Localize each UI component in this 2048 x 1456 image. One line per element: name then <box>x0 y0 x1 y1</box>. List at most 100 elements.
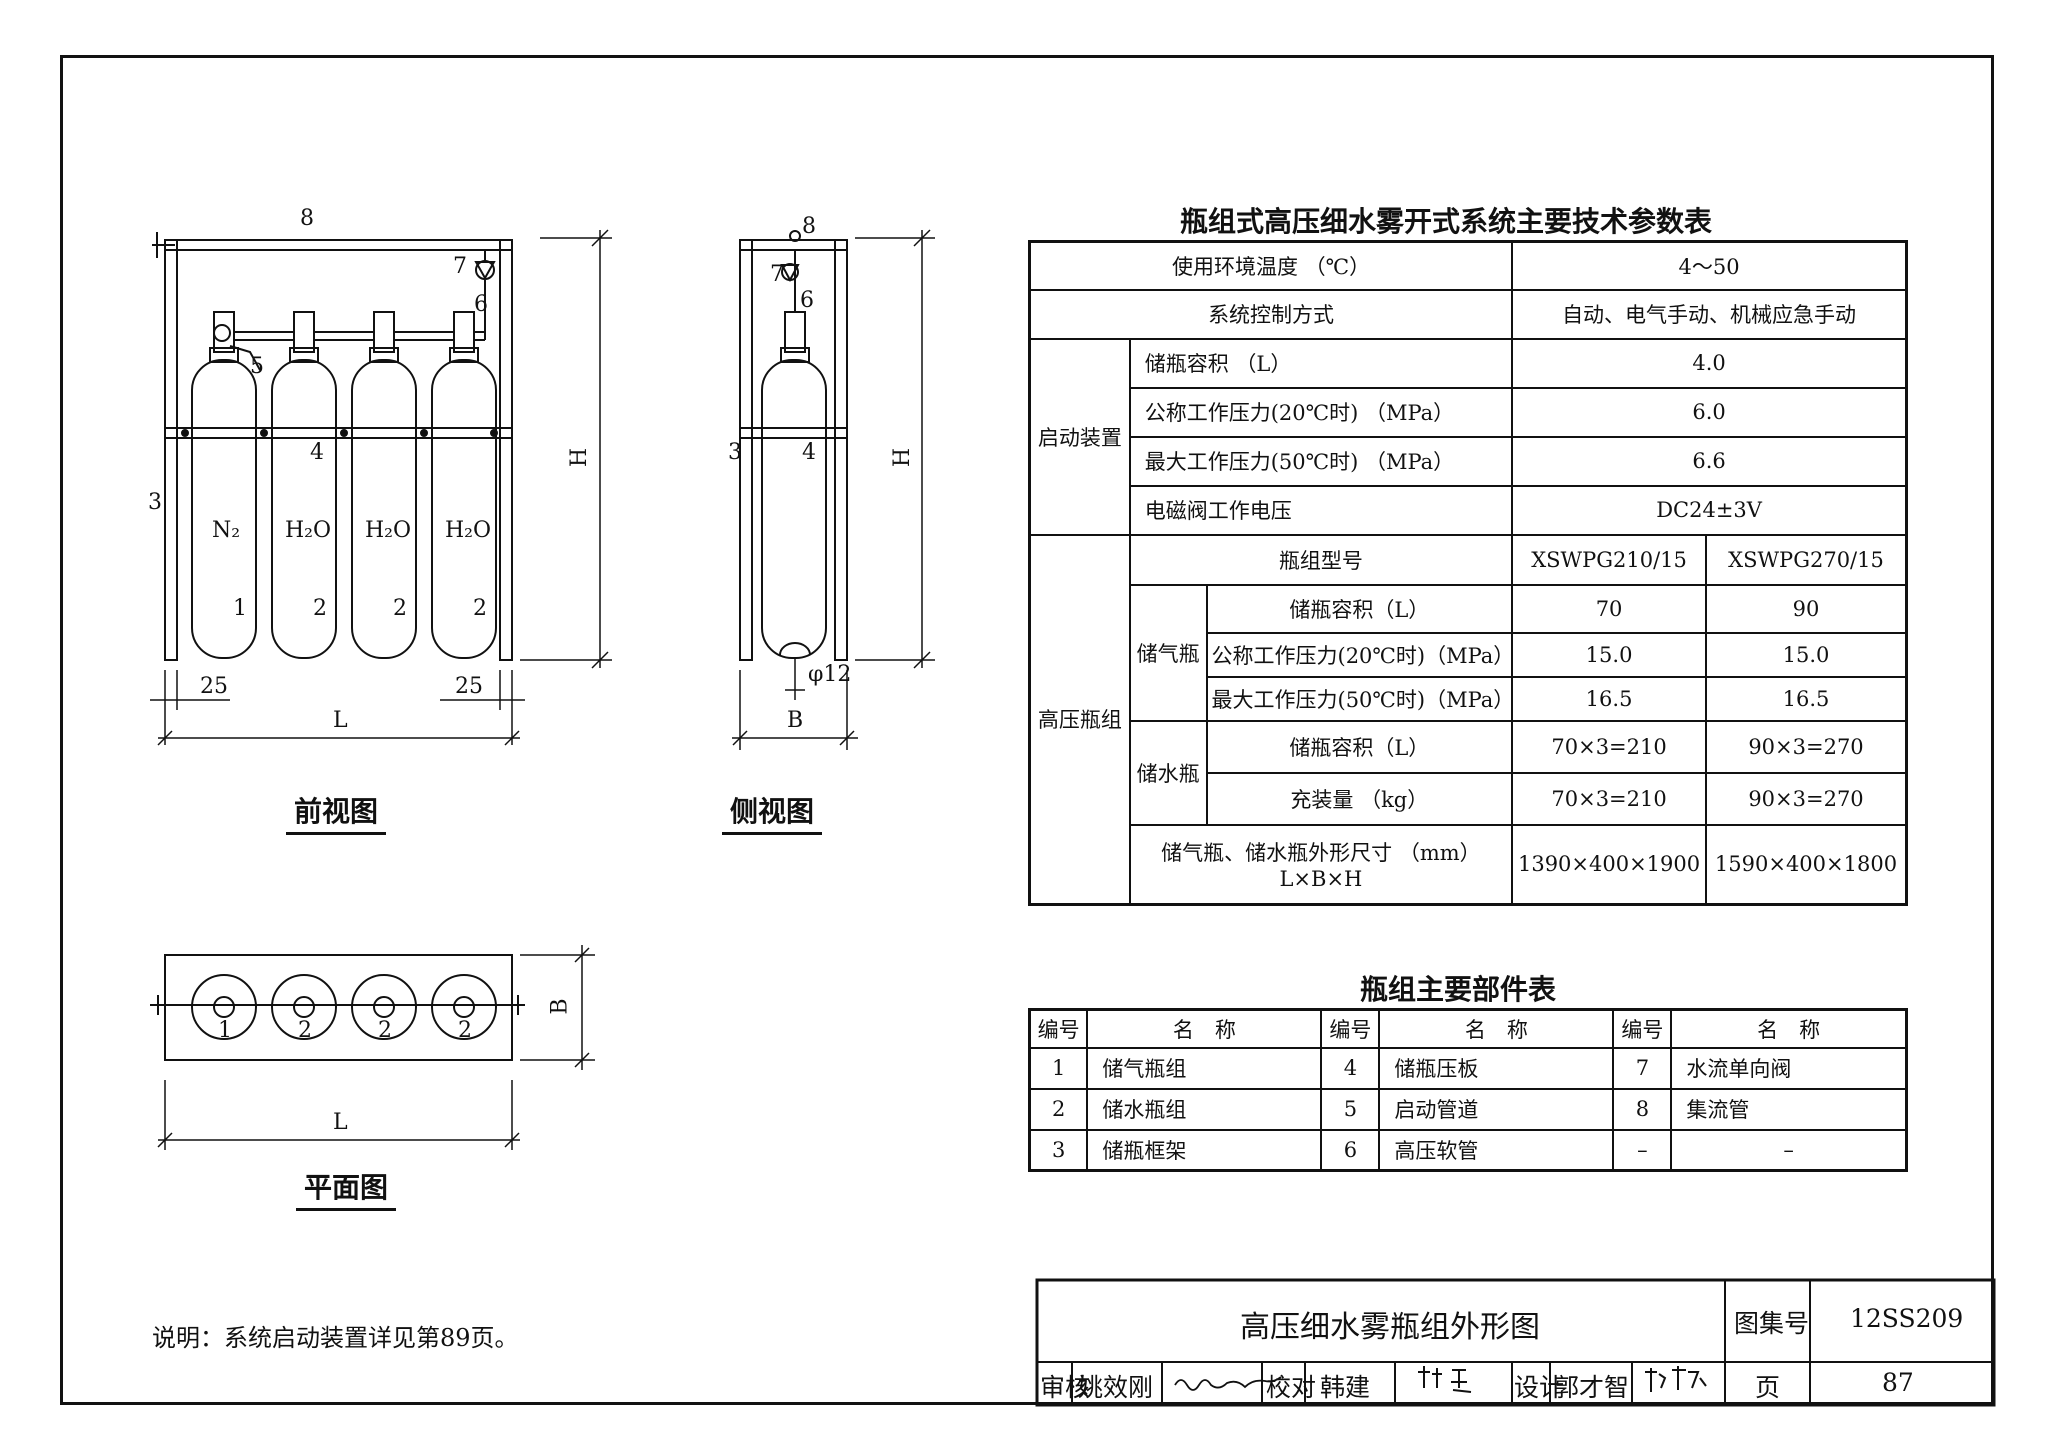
front-view <box>150 229 612 746</box>
front-callout-5: 5 <box>250 354 264 379</box>
group-label: 高压瓶组 <box>1028 533 1131 906</box>
plan-number: 1 <box>218 1018 232 1043</box>
check-name: 韩建 <box>1320 1373 1371 1402</box>
col-header-name: 名 称 <box>1670 1008 1908 1049</box>
dim-left-25: 25 <box>200 674 228 699</box>
cylinder-water-label: H₂O <box>285 518 332 543</box>
param-value: 1390×400×1900 <box>1511 823 1707 906</box>
col-header-no: 编号 <box>1320 1008 1381 1049</box>
side-callout-8: 8 <box>802 214 816 239</box>
param-label: 储瓶容积 （L） <box>1128 337 1514 389</box>
cylinder-number: 2 <box>473 596 487 621</box>
page-label: 页 <box>1755 1373 1781 1402</box>
side-view-label: 侧视图 <box>722 790 823 835</box>
param-table: 使用环境温度 （℃） 4～50 系统控制方式 自动、电气手动、机械应急手动 启动… <box>1028 240 1908 906</box>
param-value: 16.5 <box>1705 675 1908 722</box>
manifold-bar <box>164 239 513 251</box>
side-cylinder <box>761 359 827 659</box>
front-callout-8: 8 <box>300 206 314 231</box>
group-label: 启动装置 <box>1028 337 1131 536</box>
cylinders <box>191 359 497 659</box>
frame-post-left <box>164 239 178 661</box>
side-view <box>732 229 935 750</box>
param-label: 最大工作压力(50℃时)（MPa） <box>1205 675 1514 722</box>
drawing-frame <box>60 55 1994 1405</box>
frame-post-right <box>499 239 513 661</box>
review-name: 姚效刚 <box>1078 1373 1154 1402</box>
dims-label-line1: 储气瓶、储水瓶外形尺寸 （mm） <box>1161 841 1481 866</box>
part-name: 启动管道 <box>1378 1087 1615 1131</box>
part-no: 1 <box>1028 1046 1089 1090</box>
signature-design <box>1645 1366 1707 1392</box>
atlas-label: 图集号 <box>1734 1309 1810 1338</box>
param-value: 15.0 <box>1705 631 1908 678</box>
plan-dim-width-B: B <box>547 998 573 1015</box>
param-value: 15.0 <box>1511 631 1707 678</box>
param-label: 储瓶容积（L） <box>1205 583 1514 634</box>
part-name: 储气瓶组 <box>1086 1046 1323 1090</box>
param-value: 70×3=210 <box>1511 771 1707 826</box>
table-row: 1 储气瓶组 4 储瓶压板 7 水流单向阀 <box>1028 1046 1908 1090</box>
part-name: 储水瓶组 <box>1086 1087 1323 1131</box>
dim-phi12: φ12 <box>808 662 852 687</box>
design-label: 设计 <box>1514 1373 1565 1402</box>
dims-label-line2: L×B×H <box>1279 867 1363 892</box>
part-no: 5 <box>1320 1087 1381 1131</box>
plan-dim-length-L: L <box>333 1110 348 1135</box>
part-no: 3 <box>1028 1128 1089 1172</box>
check-label: 校对 <box>1266 1373 1317 1402</box>
design-name: 郭才智 <box>1554 1373 1630 1402</box>
param-value: 90×3=270 <box>1705 719 1908 774</box>
plan-number: 2 <box>298 1018 312 1043</box>
atlas-value: 12SS209 <box>1850 1304 1964 1333</box>
side-callout-7: 7 <box>770 262 784 287</box>
front-callout-3: 3 <box>148 490 162 515</box>
plan-number: 2 <box>378 1018 392 1043</box>
part-name: – <box>1670 1128 1908 1172</box>
plan-view <box>150 945 595 1150</box>
dim-right-25: 25 <box>455 674 483 699</box>
part-name: 储瓶框架 <box>1086 1128 1323 1172</box>
part-no: 2 <box>1028 1087 1089 1131</box>
note-text: 说明：系统启动装置详见第89页。 <box>152 1324 519 1352</box>
review-label: 审核 <box>1040 1373 1091 1402</box>
param-value: 1590×400×1800 <box>1705 823 1908 906</box>
cylinder-gas-label: N₂ <box>212 518 241 543</box>
param-label: 电磁阀工作电压 <box>1128 484 1514 536</box>
param-label: 公称工作压力(20℃时)（MPa） <box>1205 631 1514 678</box>
page-value: 87 <box>1882 1368 1914 1397</box>
cylinder-number: 2 <box>393 596 407 621</box>
param-value: 70 <box>1511 583 1707 634</box>
dim-height-H: H <box>567 447 593 468</box>
param-value: 6.6 <box>1511 435 1908 487</box>
side-callout-6: 6 <box>800 288 814 313</box>
param-value: 70×3=210 <box>1511 719 1707 774</box>
part-no: 6 <box>1320 1128 1381 1172</box>
group-label: 储水瓶 <box>1128 719 1208 826</box>
table-row: 2 储水瓶组 5 启动管道 8 集流管 <box>1028 1087 1908 1131</box>
model-name: XSWPG270/15 <box>1705 533 1908 586</box>
table-row: 3 储瓶框架 6 高压软管 – – <box>1028 1128 1908 1172</box>
cylinder-4 <box>431 359 497 659</box>
dim-width-B: B <box>787 708 804 733</box>
param-label: 储瓶容积（L） <box>1205 719 1514 774</box>
param-label: 公称工作压力(20℃时) （MPa） <box>1128 386 1514 438</box>
dim-length-L: L <box>333 708 348 733</box>
model-name: XSWPG210/15 <box>1511 533 1707 586</box>
param-value: 90×3=270 <box>1705 771 1908 826</box>
part-no: 8 <box>1612 1087 1673 1131</box>
param-label: 系统控制方式 <box>1028 288 1514 340</box>
param-value: 自动、电气手动、机械应急手动 <box>1511 288 1908 340</box>
front-callout-4: 4 <box>310 440 324 465</box>
part-no: 4 <box>1320 1046 1381 1090</box>
cylinder-3 <box>351 359 417 659</box>
col-header-no: 编号 <box>1028 1008 1089 1049</box>
part-name: 集流管 <box>1670 1087 1908 1131</box>
param-table-title: 瓶组式高压细水雾开式系统主要技术参数表 <box>1180 205 1713 238</box>
param-value: 4.0 <box>1511 337 1908 389</box>
side-callout-4: 4 <box>802 440 816 465</box>
side-dim-height-H: H <box>890 447 916 468</box>
plan-frame <box>164 954 513 1061</box>
param-value: 6.0 <box>1511 386 1908 438</box>
side-callout-3: 3 <box>728 440 742 465</box>
